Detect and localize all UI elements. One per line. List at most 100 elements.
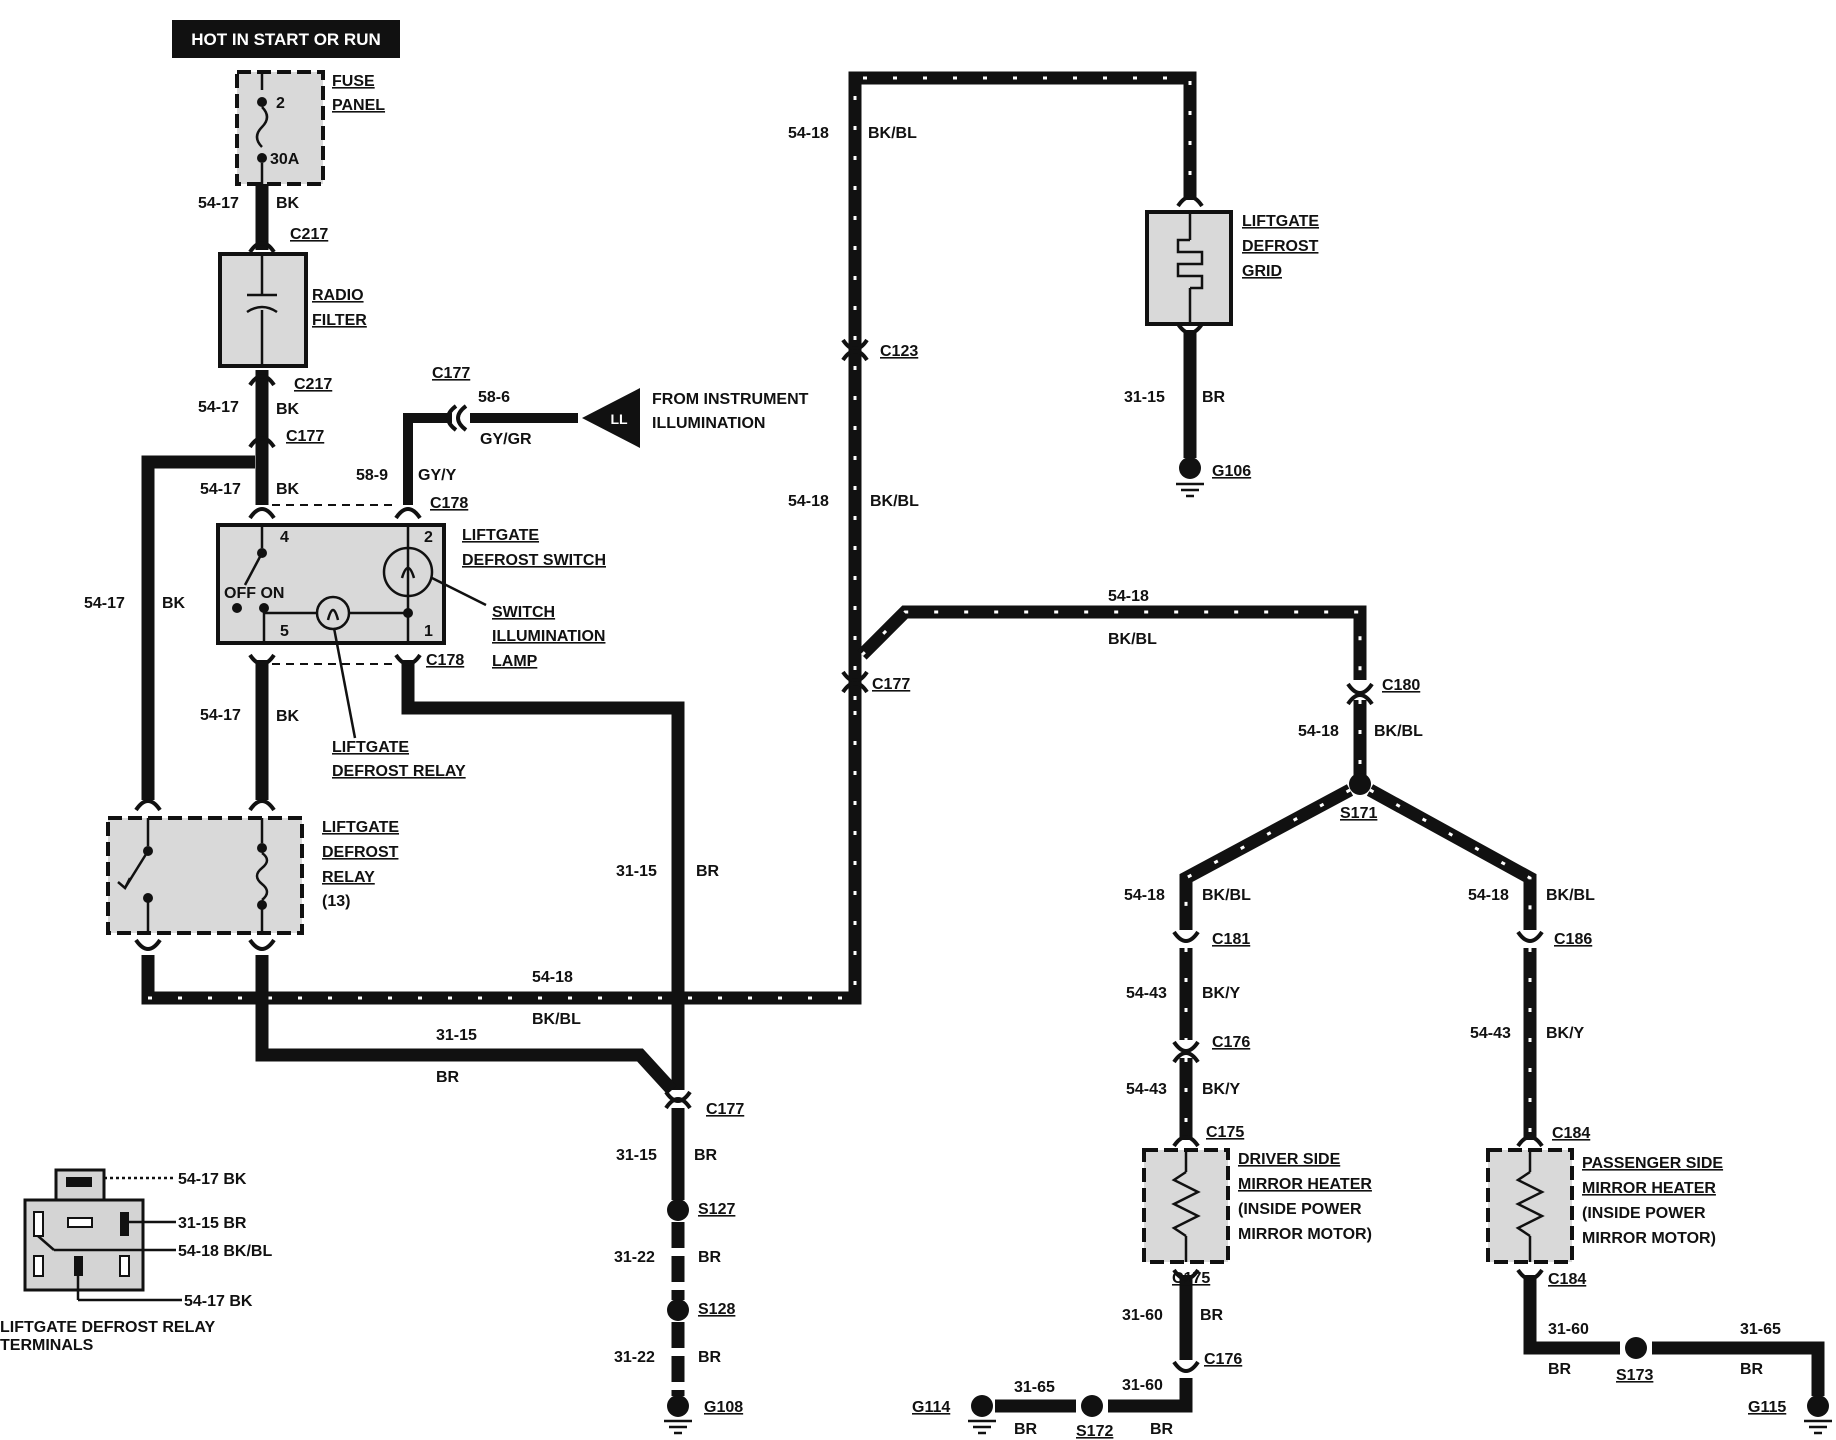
label-c184-a: C184 xyxy=(1552,1125,1590,1142)
svg-text:5: 5 xyxy=(280,623,289,640)
svg-text:54-43: 54-43 xyxy=(1470,1025,1511,1042)
svg-text:54-18: 54-18 xyxy=(532,969,573,986)
label-c217-bottom: C217 xyxy=(294,376,332,393)
label-c180: C180 xyxy=(1382,677,1420,694)
label-s173: S173 xyxy=(1616,1367,1653,1384)
fuse-panel: 2 30A xyxy=(235,70,325,186)
grid-label-2: DEFROST xyxy=(1242,238,1319,255)
switch-lamp-label-3: LAMP xyxy=(492,653,538,670)
switch-lamp-label-1: SWITCH xyxy=(492,604,555,621)
svg-text:OFF ON: OFF ON xyxy=(224,585,284,602)
driver-heater-label-2: MIRROR HEATER xyxy=(1238,1176,1372,1193)
header-text: HOT IN START OR RUN xyxy=(191,30,381,49)
label-c123: C123 xyxy=(880,343,918,360)
radio-filter-label-2: FILTER xyxy=(312,312,367,329)
relay-label-3: RELAY xyxy=(322,869,375,886)
svg-text:BR: BR xyxy=(698,1249,722,1266)
svg-text:30A: 30A xyxy=(270,151,300,168)
fuse-panel-label-2: PANEL xyxy=(332,97,385,114)
svg-text:1: 1 xyxy=(424,623,433,640)
svg-text:2: 2 xyxy=(424,529,433,546)
from-ill-label-2: ILLUMINATION xyxy=(652,415,765,432)
svg-text:54-17: 54-17 xyxy=(200,481,241,498)
label-c177-a: C177 xyxy=(286,428,324,445)
svg-text:BR: BR xyxy=(1548,1361,1572,1378)
svg-text:BK: BK xyxy=(276,481,300,498)
label-g108: G108 xyxy=(704,1399,743,1416)
terminal-label-1: 54-17 BK xyxy=(178,1171,247,1188)
terminal-label-3: 54-18 BK/BL xyxy=(178,1243,272,1260)
svg-text:54-17: 54-17 xyxy=(198,195,239,212)
liftgate-defrost-switch: 4 2 5 1 OFF ON xyxy=(216,523,446,645)
svg-text:31-65: 31-65 xyxy=(1014,1379,1055,1396)
connector-symbols xyxy=(134,195,1544,1373)
svg-text:BK/BL: BK/BL xyxy=(1546,887,1595,904)
svg-text:54-18: 54-18 xyxy=(1298,723,1339,740)
svg-text:BK/BL: BK/BL xyxy=(532,1011,581,1028)
label-c177-right: C177 xyxy=(872,676,910,693)
connector-labels: C217 C217 C177 C177 C178 C178 C123 C177 … xyxy=(286,226,1786,1440)
driver-mirror-heater xyxy=(1142,1148,1230,1264)
svg-text:BK: BK xyxy=(276,708,300,725)
relay-label-4: (13) xyxy=(322,893,350,910)
svg-text:58-9: 58-9 xyxy=(356,467,388,484)
terminal-label-2: 31-15 BR xyxy=(178,1215,247,1232)
grounds xyxy=(664,457,1832,1435)
svg-text:31-22: 31-22 xyxy=(614,1249,655,1266)
svg-text:54-17: 54-17 xyxy=(198,399,239,416)
label-c175-b: C175 xyxy=(1172,1270,1210,1287)
splice-s172 xyxy=(1081,1395,1103,1417)
svg-text:31-22: 31-22 xyxy=(614,1349,655,1366)
splice-s171 xyxy=(1349,773,1371,795)
svg-text:BR: BR xyxy=(1202,389,1226,406)
svg-text:31-15: 31-15 xyxy=(616,1147,657,1164)
ll-symbol: LL xyxy=(582,388,640,448)
fuse-panel-label-1: FUSE xyxy=(332,73,375,90)
label-c176-a: C176 xyxy=(1212,1034,1250,1051)
label-g115: G115 xyxy=(1748,1399,1786,1416)
svg-text:31-60: 31-60 xyxy=(1548,1321,1589,1338)
passenger-heater-label-3: (INSIDE POWER xyxy=(1582,1205,1706,1222)
splice-s173 xyxy=(1625,1337,1647,1359)
svg-text:BK: BK xyxy=(276,401,300,418)
svg-text:LL: LL xyxy=(610,411,628,427)
svg-text:GY/GR: GY/GR xyxy=(480,431,532,448)
svg-text:31-15: 31-15 xyxy=(436,1027,477,1044)
wire-labels: 54-17 BK 54-17 BK 54-17 BK 54-17 BK 54-1… xyxy=(84,125,1781,1438)
ground-g106-icon xyxy=(1176,457,1204,498)
svg-text:54-17: 54-17 xyxy=(200,707,241,724)
liftgate-defrost-grid xyxy=(1145,210,1233,326)
radio-filter-label-1: RADIO xyxy=(312,287,364,304)
driver-heater-label-4: MIRROR MOTOR) xyxy=(1238,1226,1372,1243)
terminals-title-1: LIFTGATE DEFROST RELAY xyxy=(0,1319,215,1336)
svg-text:31-15: 31-15 xyxy=(1124,389,1165,406)
svg-text:BR: BR xyxy=(696,863,720,880)
label-c181: C181 xyxy=(1212,931,1250,948)
wires xyxy=(141,71,1825,1413)
label-s128: S128 xyxy=(698,1301,735,1318)
label-c178-bottom: C178 xyxy=(426,652,464,669)
splice-s127 xyxy=(667,1199,689,1221)
svg-text:BK: BK xyxy=(276,195,300,212)
svg-text:BK/Y: BK/Y xyxy=(1202,985,1241,1002)
svg-text:31-15: 31-15 xyxy=(616,863,657,880)
svg-text:BK/BL: BK/BL xyxy=(1374,723,1423,740)
svg-text:58-6: 58-6 xyxy=(478,389,510,406)
svg-text:BR: BR xyxy=(1014,1421,1038,1438)
header-box xyxy=(172,20,400,58)
label-c178-top: C178 xyxy=(430,495,468,512)
switch-relay-callout-2: DEFROST RELAY xyxy=(332,763,466,780)
svg-text:54-18: 54-18 xyxy=(1124,887,1165,904)
svg-text:2: 2 xyxy=(276,95,285,112)
svg-text:54-43: 54-43 xyxy=(1126,985,1167,1002)
splices xyxy=(667,773,1647,1417)
label-s171: S171 xyxy=(1340,805,1377,822)
svg-text:BR: BR xyxy=(1200,1307,1224,1324)
switch-relay-callout-1: LIFTGATE xyxy=(332,739,409,756)
from-ill-label-1: FROM INSTRUMENT xyxy=(652,391,809,408)
svg-text:31-60: 31-60 xyxy=(1122,1377,1163,1394)
svg-text:BK: BK xyxy=(162,595,186,612)
svg-text:BK/BL: BK/BL xyxy=(870,493,919,510)
label-g106: G106 xyxy=(1212,463,1251,480)
driver-heater-label-1: DRIVER SIDE xyxy=(1238,1151,1341,1168)
